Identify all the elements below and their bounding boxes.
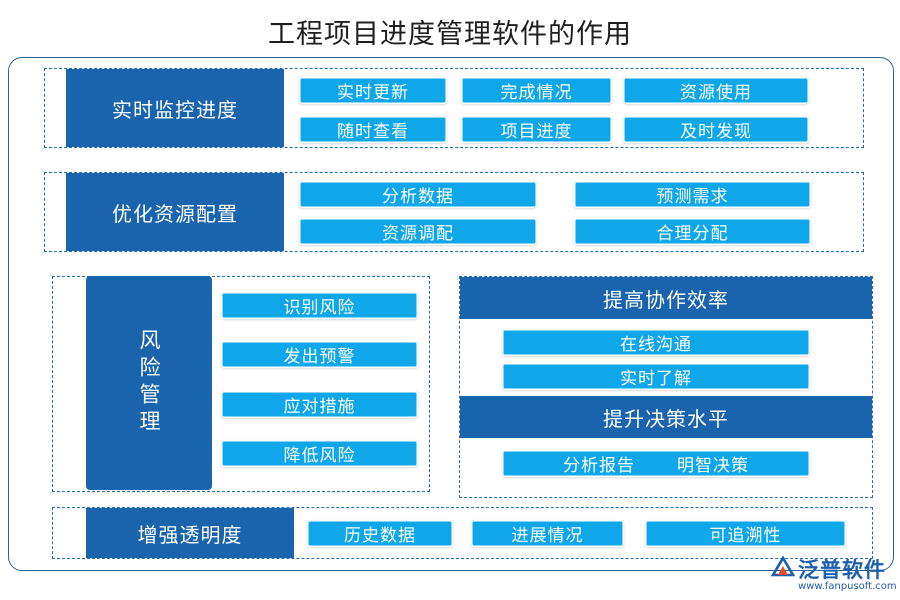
realtime-item: 随时查看 <box>299 116 447 143</box>
logo-name: 泛普软件 <box>798 558 886 582</box>
decision-item-row: 分析报告 明智决策 <box>502 450 810 477</box>
outer-frame <box>8 57 894 571</box>
realtime-item: 实时更新 <box>299 77 447 104</box>
logo-url: www.fanpusoft.com <box>798 581 897 592</box>
collab-item: 实时了解 <box>502 363 810 390</box>
decision-item: 分析报告 <box>563 456 635 476</box>
resource-item: 合理分配 <box>574 218 811 245</box>
collab-heading: 提高协作效率 <box>460 277 872 319</box>
resource-item: 分析数据 <box>299 181 537 208</box>
transparency-group <box>52 507 873 559</box>
risk-group <box>52 276 430 492</box>
collab-decision-group <box>459 276 873 498</box>
brand-logo: 泛普软件 www.fanpusoft.com <box>770 553 897 597</box>
risk-item: 识别风险 <box>221 292 418 319</box>
transparency-heading: 增强透明度 <box>86 508 294 558</box>
risk-heading: 风险管理 <box>86 276 212 490</box>
transparency-item: 历史数据 <box>307 520 453 547</box>
realtime-item: 及时发现 <box>623 116 809 143</box>
transparency-item: 可追溯性 <box>645 520 846 547</box>
page-title: 工程项目进度管理软件的作用 <box>268 19 632 50</box>
risk-item: 降低风险 <box>221 440 418 467</box>
decision-item: 明智决策 <box>677 456 749 476</box>
resource-group <box>44 172 864 252</box>
realtime-group <box>44 68 864 148</box>
transparency-item: 进展情况 <box>471 520 624 547</box>
decision-heading: 提升决策水平 <box>460 396 872 438</box>
realtime-item: 完成情况 <box>461 77 612 104</box>
realtime-item: 项目进度 <box>461 116 612 143</box>
logo-mark-icon <box>770 555 796 577</box>
risk-item: 发出预警 <box>221 341 418 368</box>
risk-item: 应对措施 <box>221 391 418 418</box>
resource-item: 资源调配 <box>299 218 537 245</box>
resource-item: 预测需求 <box>574 181 811 208</box>
realtime-heading: 实时监控进度 <box>66 69 284 147</box>
realtime-item: 资源使用 <box>623 77 809 104</box>
resource-heading: 优化资源配置 <box>66 173 284 251</box>
collab-item: 在线沟通 <box>502 329 810 356</box>
